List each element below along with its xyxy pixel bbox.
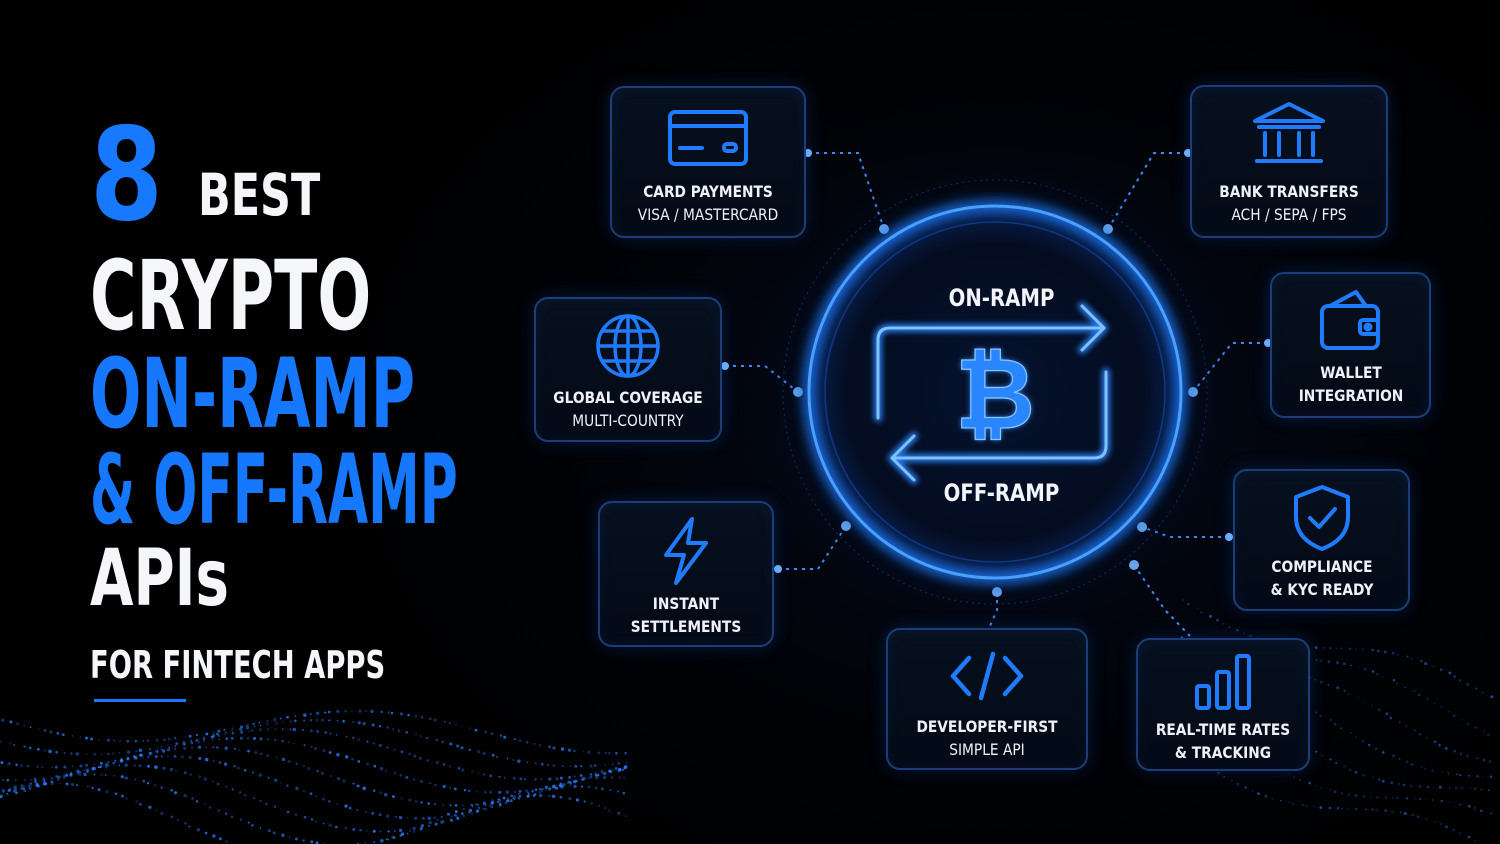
connector-bank-transfers <box>1107 152 1188 230</box>
bank-icon <box>1253 102 1325 163</box>
feature-wallet-integration-title: WALLET <box>1319 363 1382 382</box>
feature-instant-settlements-detail: SETTLEMENTS <box>630 617 742 636</box>
feature-developer-first-title: DEVELOPER-FIRST <box>916 717 1058 736</box>
feature-bank-transfers-title: BANK TRANSFERS <box>1219 182 1359 201</box>
headline-apis: APIs <box>90 534 229 624</box>
feature-developer-first: DEVELOPER-FIRST SIMPLE API <box>886 628 1088 770</box>
headline-best: BEST <box>198 161 321 229</box>
feature-card-payments: CARD PAYMENTS VISA / MASTERCARD <box>610 86 806 238</box>
feature-compliance-kyc-title: COMPLIANCE <box>1270 557 1373 576</box>
bar-chart-icon <box>1195 654 1251 710</box>
feature-real-time-rates: REAL-TIME RATES & TRACKING <box>1136 638 1310 771</box>
feature-global-coverage-title: GLOBAL COVERAGE <box>553 388 703 407</box>
particle-wave-decoration <box>0 598 1494 844</box>
feature-real-time-rates-detail: & TRACKING <box>1174 743 1272 762</box>
connector-card-payments <box>808 152 885 230</box>
feature-real-time-rates-title: REAL-TIME RATES <box>1155 720 1291 739</box>
feature-bank-transfers: BANK TRANSFERS ACH / SEPA / FPS <box>1190 85 1388 238</box>
lightning-icon <box>664 517 708 585</box>
headline-on-ramp: ON-RAMP <box>90 338 416 450</box>
on-ramp-label: ON-RAMP <box>948 284 1055 312</box>
globe-icon <box>596 314 660 378</box>
headline-underline <box>94 699 186 702</box>
headline-subtitle: FOR FINTECH APPS <box>90 643 386 687</box>
feature-card-payments-detail: VISA / MASTERCARD <box>637 205 779 224</box>
svg-text:₿: ₿ <box>955 338 1035 452</box>
central-ring <box>735 132 1255 652</box>
feature-wallet-integration-detail: INTEGRATION <box>1298 386 1403 405</box>
off-ramp-label: OFF-RAMP <box>943 479 1060 507</box>
feature-instant-settlements-title: INSTANT <box>652 594 720 613</box>
feature-compliance-kyc: COMPLIANCE & KYC READY <box>1233 469 1410 611</box>
feature-global-coverage: GLOBAL COVERAGE MULTI-COUNTRY <box>534 297 722 442</box>
code-icon <box>950 651 1024 701</box>
bitcoin-icon: ₿ ₿ <box>954 337 1035 452</box>
exchange-arrows-icon <box>874 302 1110 484</box>
feature-wallet-integration: WALLET INTEGRATION <box>1270 272 1431 418</box>
headline-crypto: CRYPTO <box>90 240 372 352</box>
credit-card-icon <box>668 110 748 166</box>
feature-bank-transfers-detail: ACH / SEPA / FPS <box>1231 205 1347 224</box>
feature-card-payments-title: CARD PAYMENTS <box>643 182 773 201</box>
headline-off-ramp: & OFF-RAMP <box>90 434 458 546</box>
shield-check-icon <box>1293 485 1350 551</box>
feature-instant-settlements: INSTANT SETTLEMENTS <box>598 501 774 647</box>
wallet-icon <box>1319 290 1380 350</box>
feature-developer-first-detail: SIMPLE API <box>949 740 1025 759</box>
headline-number: 8 <box>90 101 163 250</box>
feature-global-coverage-detail: MULTI-COUNTRY <box>572 411 684 430</box>
feature-compliance-kyc-detail: & KYC READY <box>1270 580 1373 599</box>
svg-text:₿: ₿ <box>955 338 1035 452</box>
